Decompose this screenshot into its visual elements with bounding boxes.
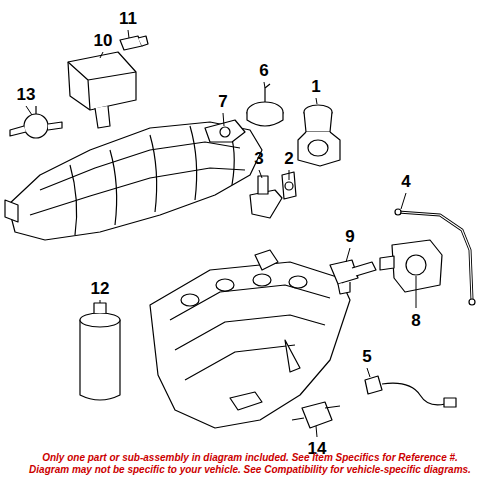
callout-number: 7 <box>218 93 227 110</box>
callout-number: 1 <box>311 78 320 95</box>
callout-number: 4 <box>401 173 410 190</box>
disclaimer-note-line: Diagram may not be specific to your vehi… <box>0 464 500 476</box>
callout-number: 9 <box>345 228 354 245</box>
callout-number: 5 <box>362 348 371 365</box>
callout-number: 12 <box>91 280 110 297</box>
callout-number: 11 <box>119 10 137 27</box>
callout-number: 3 <box>254 150 263 167</box>
callout-number: 13 <box>17 86 36 103</box>
callout-number: 8 <box>411 312 420 329</box>
disclaimer-note-line: Only one part or sub-assembly in diagram… <box>0 452 500 464</box>
disclaimer-text: Only one part or sub-assembly in diagram… <box>42 452 458 464</box>
callout-number: 10 <box>94 32 113 49</box>
leader-lines <box>26 30 416 437</box>
disclaimer-text: Diagram may not be specific to your vehi… <box>29 464 471 476</box>
callout-number: 2 <box>284 150 293 167</box>
callout-number: 6 <box>259 62 268 79</box>
